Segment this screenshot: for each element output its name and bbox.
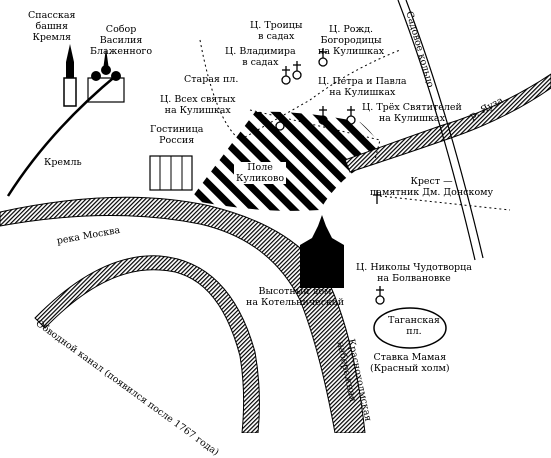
- label-staraya: Старая пл.: [184, 74, 239, 85]
- label-krest: Крест —памятник Дм. Донскому: [370, 176, 494, 198]
- kotelnicheskaya-building-icon: [300, 215, 344, 288]
- kulikovo-field: [190, 111, 380, 211]
- label-kreml: Кремль: [44, 157, 82, 168]
- hotel-rossiya-icon: [149, 155, 193, 191]
- yauza-river: [344, 73, 551, 173]
- moskva-river: [0, 196, 366, 433]
- church-troitsy-icon: [292, 61, 302, 80]
- sadovoe-ring-inner: [405, 0, 484, 259]
- st-basil-icon: [87, 48, 125, 103]
- kremlin-wall: [6, 73, 119, 197]
- church-nikoly-icon: [375, 286, 385, 305]
- church-vladimira-icon: [281, 66, 291, 85]
- church-vseh-icon: [275, 112, 285, 131]
- map: [0, 0, 551, 433]
- church-petra-icon: [318, 106, 328, 125]
- spasskaya-tower-icon: [63, 44, 77, 107]
- label-stavka: Ставка Мамая(Красный холм): [370, 352, 450, 374]
- church-treh-icon: [346, 106, 356, 125]
- church-rozhd-icon: [318, 48, 328, 67]
- boundary-dotted-1: [199, 39, 401, 141]
- cross-monument-icon: [373, 190, 381, 204]
- sadovoe-ring: [397, 0, 476, 261]
- taganskaya-square: [373, 307, 447, 349]
- krest-pointer: [379, 195, 511, 211]
